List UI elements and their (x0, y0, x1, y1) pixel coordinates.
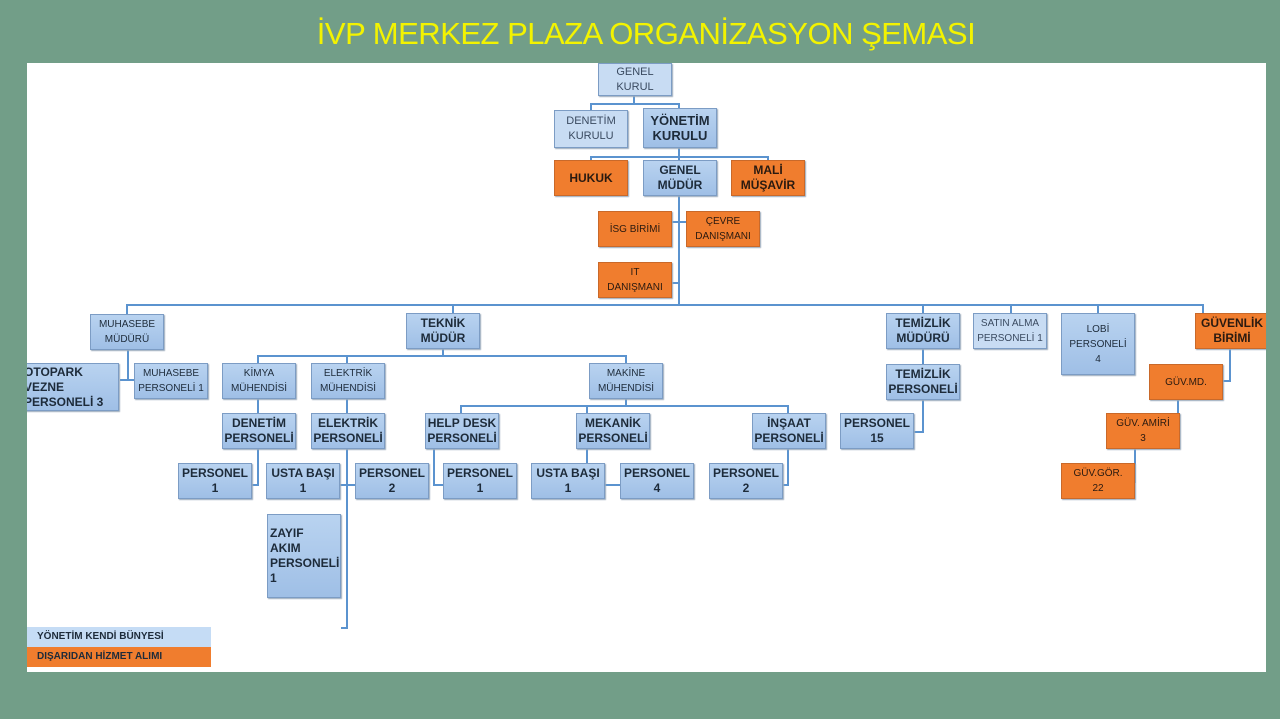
org-node-kimya-personel-1: PERSONEL 1 (178, 463, 252, 499)
org-node-guvenlik-birimi: GÜVENLİK BİRİMİ (1195, 313, 1266, 349)
org-node-genel-mudur: GENEL MÜDÜR (643, 160, 717, 196)
org-node-otopark-vezne: OTOPARK VEZNE PERSONELİ 3 (27, 363, 119, 411)
org-node-guv-md: GÜV.MD. (1149, 364, 1223, 400)
org-node-mekanik-usta-basi: USTA BAŞI 1 (531, 463, 605, 499)
org-node-elektrik-usta-basi: USTA BAŞI 1 (266, 463, 340, 499)
org-node-temizlik-muduru: TEMİZLİK MÜDÜRÜ (886, 313, 960, 349)
org-node-cevre-danismani: ÇEVRE DANIŞMANI (686, 211, 760, 247)
org-node-zayif-akim: ZAYIF AKIM PERSONELİ 1 (267, 514, 341, 598)
org-node-kimya-muhendisi: KİMYA MÜHENDİSİ (222, 363, 296, 399)
org-node-denetim-kurulu: DENETİM KURULU (554, 110, 628, 148)
org-node-muhasebe-muduru: MUHASEBE MÜDÜRÜ (90, 314, 164, 350)
org-node-insaat-personeli: İNŞAAT PERSONELİ (752, 413, 826, 449)
org-node-makine-muhendisi: MAKİNE MÜHENDİSİ (589, 363, 663, 399)
org-node-mekanik-personeli: MEKANİK PERSONELİ (576, 413, 650, 449)
org-node-personel-15: PERSONEL 15 (840, 413, 914, 449)
org-node-guv-gor: GÜV.GÖR. 22 (1061, 463, 1135, 499)
org-node-hukuk: HUKUK (554, 160, 628, 196)
org-node-elektrik-muhendisi: ELEKTRİK MÜHENDİSİ (311, 363, 385, 399)
org-node-guv-amiri: GÜV. AMİRİ 3 (1106, 413, 1180, 449)
org-node-temizlik-personeli: TEMİZLİK PERSONELİ (886, 364, 960, 400)
org-node-helpdesk-personel-1: PERSONEL 1 (443, 463, 517, 499)
legend-internal: YÖNETİM KENDİ BÜNYESİ (27, 627, 211, 647)
org-node-lobi-personeli: LOBİ PERSONELİ 4 (1061, 313, 1135, 375)
org-node-yonetim-kurulu: YÖNETİM KURULU (643, 108, 717, 148)
org-node-mali-musavir: MALİ MÜŞAVİR (731, 160, 805, 196)
page-title: İVP MERKEZ PLAZA ORGANİZASYON ŞEMASI (316, 16, 976, 51)
org-node-help-desk: HELP DESK PERSONELİ (425, 413, 499, 449)
org-node-muhasebe-personeli: MUHASEBE PERSONELİ 1 (134, 363, 208, 399)
org-node-isg-birimi: İSG BİRİMİ (598, 211, 672, 247)
legend-outsourced: DIŞARIDAN HİZMET ALIMI (27, 647, 211, 667)
org-node-mekanik-personel-4: PERSONEL 4 (620, 463, 694, 499)
org-chart: GENEL KURUL DENETİM KURULU YÖNETİM KURUL… (27, 63, 1266, 672)
org-node-it-danismani: IT DANIŞMANI (598, 262, 672, 298)
org-node-genel-kurul: GENEL KURUL (598, 63, 672, 96)
org-node-satin-alma: SATIN ALMA PERSONELİ 1 (973, 313, 1047, 349)
connector-lines (120, 96, 1231, 629)
org-node-teknik-mudur: TEKNİK MÜDÜR (406, 313, 480, 349)
org-node-elektrik-personeli: ELEKTRİK PERSONELİ (311, 413, 385, 449)
org-node-insaat-personel-2: PERSONEL 2 (709, 463, 783, 499)
org-node-denetim-personeli: DENETİM PERSONELİ (222, 413, 296, 449)
org-node-elektrik-personel-2: PERSONEL 2 (355, 463, 429, 499)
